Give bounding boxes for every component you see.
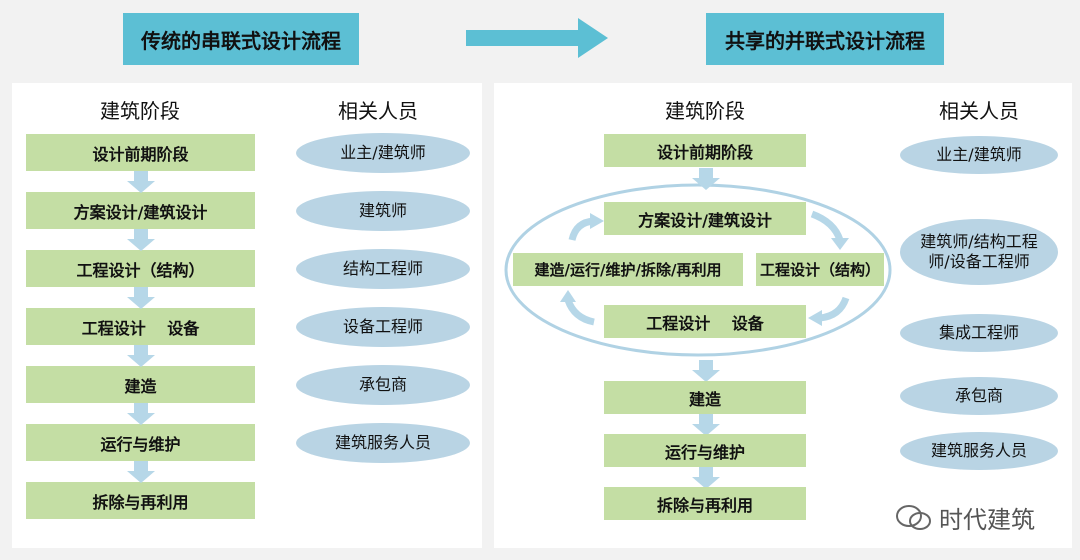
right-stage-lifecycle: 建造/运行/维护/拆除/再利用 (513, 253, 743, 286)
left-stage-header: 建筑阶段 (100, 99, 180, 123)
serial-process-title: 传统的串联式设计流程 (123, 13, 359, 65)
left-role-contractor: 承包商 (296, 365, 470, 405)
right-role-integration-engineer: 集成工程师 (900, 314, 1058, 352)
down-arrow-icon (127, 229, 155, 251)
left-role-service-staff: 建筑服务人员 (296, 423, 470, 463)
right-stage-build: 建造 (604, 381, 806, 414)
down-arrow-icon (127, 171, 155, 193)
wechat-icon (896, 504, 931, 530)
right-stage-header: 建筑阶段 (665, 99, 745, 123)
cycle-arrow-icon (810, 210, 844, 242)
left-stage-structure: 工程设计（结构） (26, 250, 255, 287)
down-arrow-icon (127, 403, 155, 425)
right-role-service-staff: 建筑服务人员 (900, 432, 1058, 470)
down-arrow-icon (127, 287, 155, 309)
left-stage-operate: 运行与维护 (26, 424, 255, 461)
right-role-owner-architect: 业主/建筑师 (900, 136, 1058, 174)
right-stage-demolish: 拆除与再利用 (604, 487, 806, 520)
down-arrow-icon (127, 461, 155, 483)
down-arrow-icon (692, 168, 720, 190)
left-stage-build: 建造 (26, 366, 255, 403)
right-stage-predesign: 设计前期阶段 (604, 134, 806, 167)
left-people-header: 相关人员 (338, 99, 418, 123)
down-arrow-icon (692, 360, 720, 382)
watermark: 时代建筑 (895, 500, 1035, 535)
cycle-arrowhead-icon (808, 310, 822, 326)
watermark-text: 时代建筑 (939, 506, 1035, 534)
right-role-contractor: 承包商 (900, 377, 1058, 415)
right-stage-scheme: 方案设计/建筑设计 (604, 202, 806, 235)
cycle-arrowhead-icon (560, 290, 576, 302)
cycle-arrow-icon (564, 298, 595, 326)
right-stage-equipment: 工程设计 设备 (604, 305, 806, 338)
left-role-structural-engineer: 结构工程师 (296, 249, 470, 289)
left-stage-scheme: 方案设计/建筑设计 (26, 192, 255, 229)
left-role-equipment-engineer: 设备工程师 (296, 307, 470, 347)
down-arrow-icon (692, 467, 720, 489)
cycle-arrow-icon (819, 296, 850, 322)
right-role-design-engineers: 建筑师/结构工程师/设备工程师 (900, 219, 1058, 285)
right-people-header: 相关人员 (939, 99, 1019, 123)
down-arrow-icon (127, 345, 155, 367)
right-stage-structure: 工程设计（结构） (756, 253, 884, 286)
left-role-owner-architect: 业主/建筑师 (296, 133, 470, 173)
left-stage-demolish: 拆除与再利用 (26, 482, 255, 519)
cycle-arrowhead-icon (590, 213, 604, 229)
parallel-process-title: 共享的并联式设计流程 (706, 13, 944, 65)
down-arrow-icon (692, 414, 720, 436)
left-role-architect: 建筑师 (296, 191, 470, 231)
left-stage-equipment: 工程设计 设备 (26, 308, 255, 345)
left-stage-predesign: 设计前期阶段 (26, 134, 255, 171)
cycle-arrowhead-icon (831, 238, 849, 250)
right-stage-operate: 运行与维护 (604, 434, 806, 467)
